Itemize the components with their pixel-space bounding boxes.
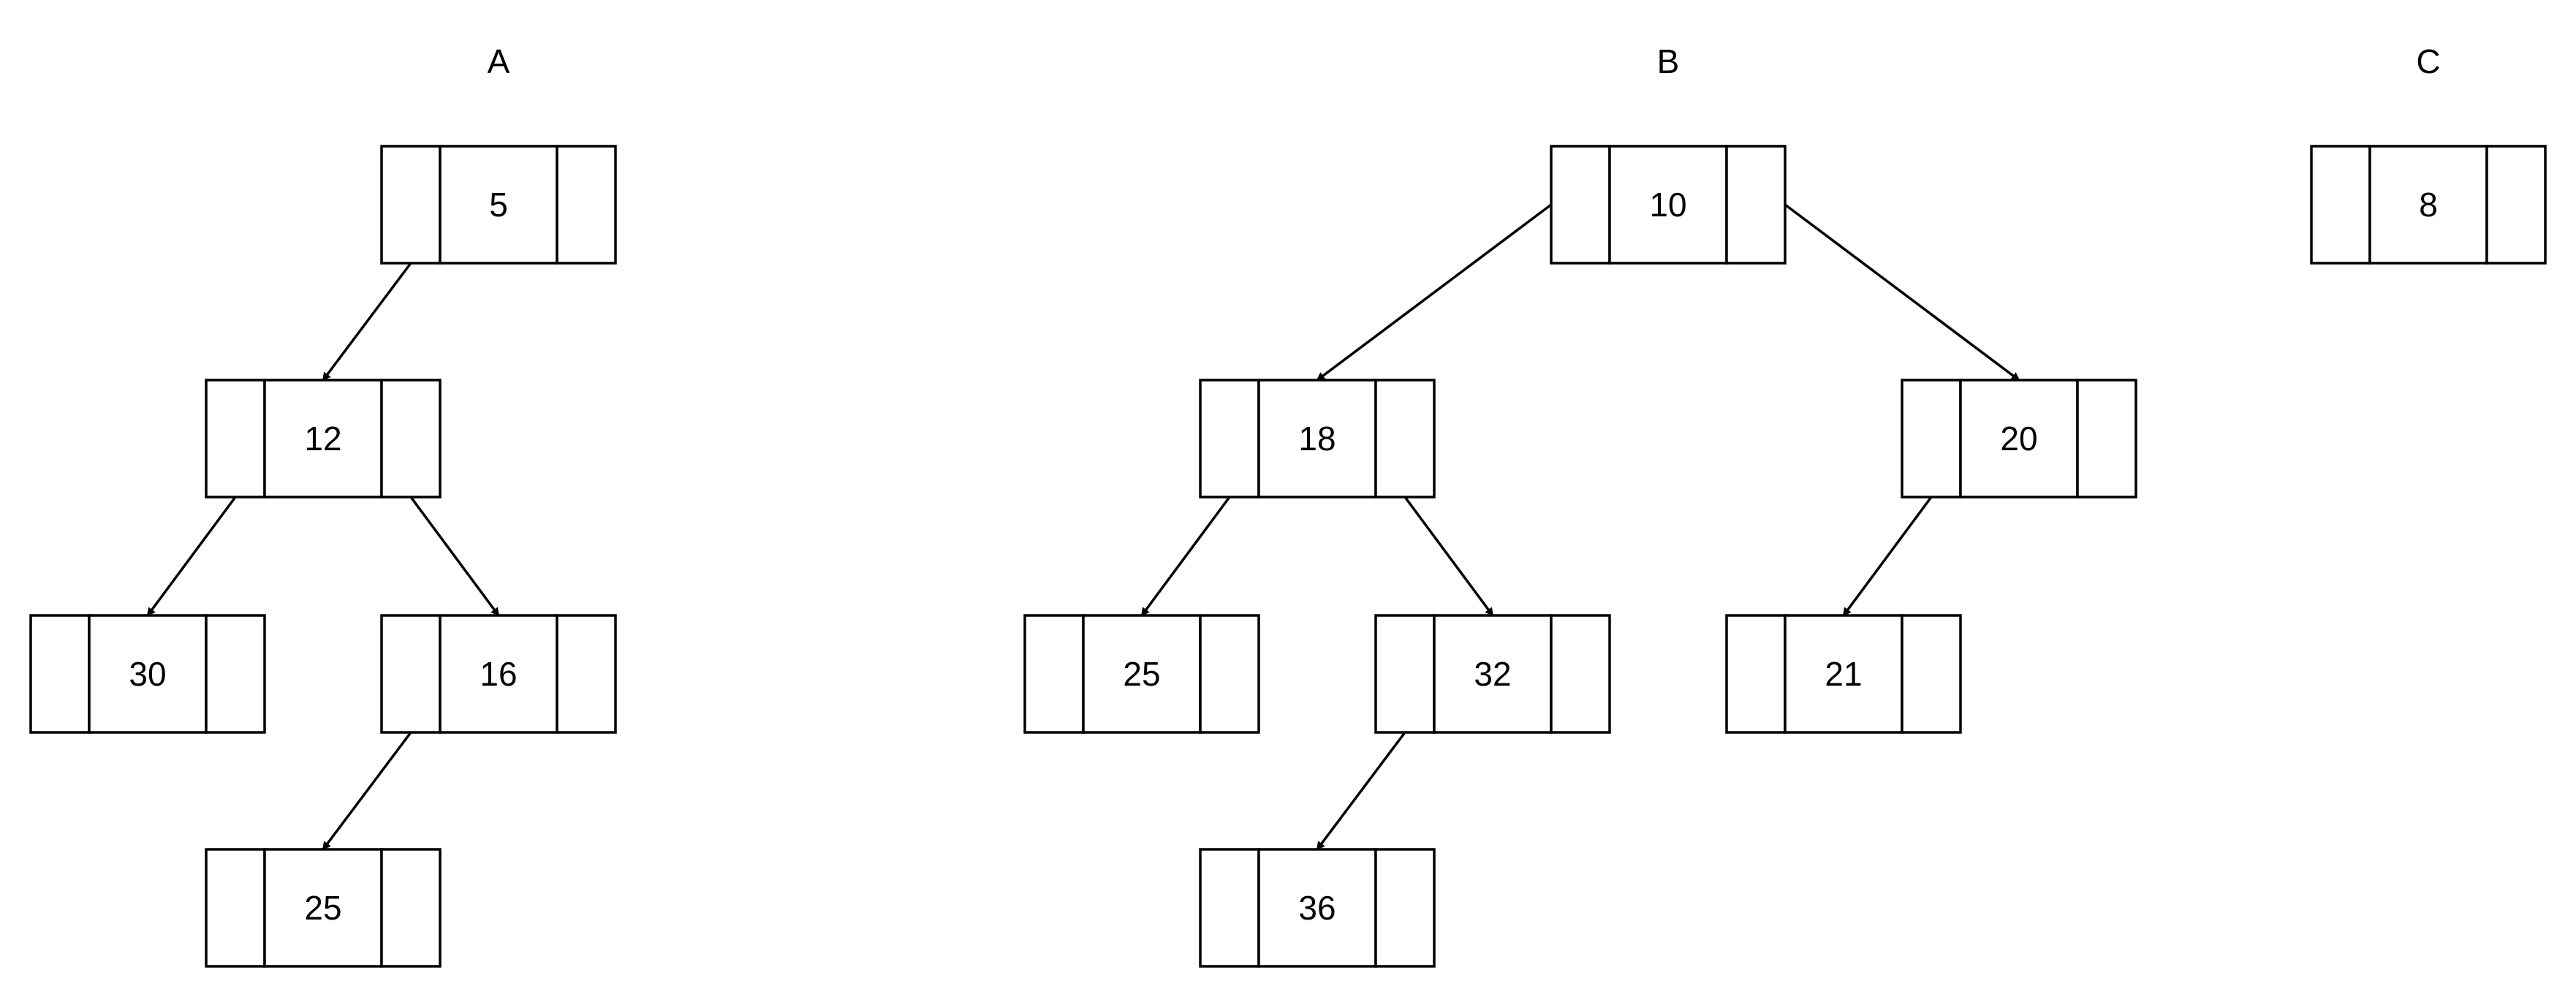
- right-pointer-cell: [1725, 145, 1787, 265]
- left-pointer-cell: [205, 379, 266, 498]
- right-pointer-cell: [1374, 848, 1436, 968]
- key-cell: [1959, 379, 2079, 498]
- left-pointer-cell: [2310, 145, 2371, 265]
- tree-label-c: C: [2416, 42, 2440, 80]
- left-pointer-cell: [380, 145, 442, 265]
- node-key: 16: [480, 655, 517, 693]
- left-pointer-cell: [1374, 614, 1436, 734]
- right-pointer-cell: [380, 379, 442, 498]
- left-pointer-cell: [380, 614, 442, 734]
- node-key: 36: [1298, 889, 1336, 927]
- right-pointer-cell: [2485, 145, 2547, 265]
- tree-node: 20: [1901, 379, 2137, 498]
- edge-arrow: [1316, 731, 1406, 851]
- right-pointer-cell: [205, 614, 266, 734]
- edge-arrow: [409, 496, 500, 617]
- tree-node: 18: [1199, 379, 1436, 498]
- key-cell: [263, 379, 383, 498]
- left-pointer-cell: [1901, 379, 1962, 498]
- tree-node: 10: [1550, 145, 1787, 265]
- key-cell: [1257, 848, 1377, 968]
- right-pointer-cell: [1550, 614, 1611, 734]
- left-pointer-cell: [1023, 614, 1085, 734]
- edge-arrow: [146, 496, 237, 617]
- node-key: 10: [1649, 186, 1686, 224]
- tree-node: 21: [1725, 614, 1962, 734]
- right-pointer-cell: [556, 145, 617, 265]
- node-key: 8: [2419, 186, 2438, 224]
- node-key: 12: [304, 420, 341, 458]
- tree-node: 5: [380, 145, 617, 265]
- edge-arrow: [1403, 496, 1494, 617]
- tree-label-b: B: [1657, 42, 1680, 80]
- left-pointer-cell: [1550, 145, 1611, 265]
- tree-node: 16: [380, 614, 617, 734]
- edge-arrow: [1784, 203, 2020, 382]
- key-cell: [1082, 614, 1202, 734]
- node-key: 21: [1825, 655, 1862, 693]
- node-key: 20: [2000, 420, 2037, 458]
- right-pointer-cell: [1374, 379, 1436, 498]
- node-key: 32: [1474, 655, 1511, 693]
- left-pointer-cell: [1199, 379, 1260, 498]
- key-cell: [1433, 614, 1553, 734]
- key-cell: [88, 614, 208, 734]
- edge-arrow: [1316, 203, 1553, 382]
- key-cell: [1257, 379, 1377, 498]
- tree-node: 32: [1374, 614, 1611, 734]
- node-key: 18: [1298, 420, 1336, 458]
- edge-arrow: [322, 731, 412, 851]
- key-cell: [439, 145, 558, 265]
- key-cell: [1608, 145, 1728, 265]
- tree-node: 30: [29, 614, 266, 734]
- edge-arrow: [1842, 496, 1933, 617]
- key-cell: [263, 848, 383, 968]
- tree-label-a: A: [488, 42, 510, 80]
- tree-node: 36: [1199, 848, 1436, 968]
- edge-arrow: [1140, 496, 1231, 617]
- right-pointer-cell: [380, 848, 442, 968]
- node-key: 25: [304, 889, 341, 927]
- edge-arrow: [322, 262, 412, 382]
- left-pointer-cell: [1725, 614, 1787, 734]
- node-key: 25: [1123, 655, 1160, 693]
- key-cell: [2368, 145, 2488, 265]
- node-key: 5: [489, 186, 508, 224]
- tree-node: 25: [205, 848, 442, 968]
- left-pointer-cell: [29, 614, 91, 734]
- node-key: 30: [129, 655, 166, 693]
- right-pointer-cell: [1901, 614, 1962, 734]
- right-pointer-cell: [556, 614, 617, 734]
- tree-node: 25: [1023, 614, 1260, 734]
- tree-node: 8: [2310, 145, 2547, 265]
- left-pointer-cell: [1199, 848, 1260, 968]
- tree-node: 12: [205, 379, 442, 498]
- right-pointer-cell: [2076, 379, 2137, 498]
- right-pointer-cell: [1199, 614, 1260, 734]
- left-pointer-cell: [205, 848, 266, 968]
